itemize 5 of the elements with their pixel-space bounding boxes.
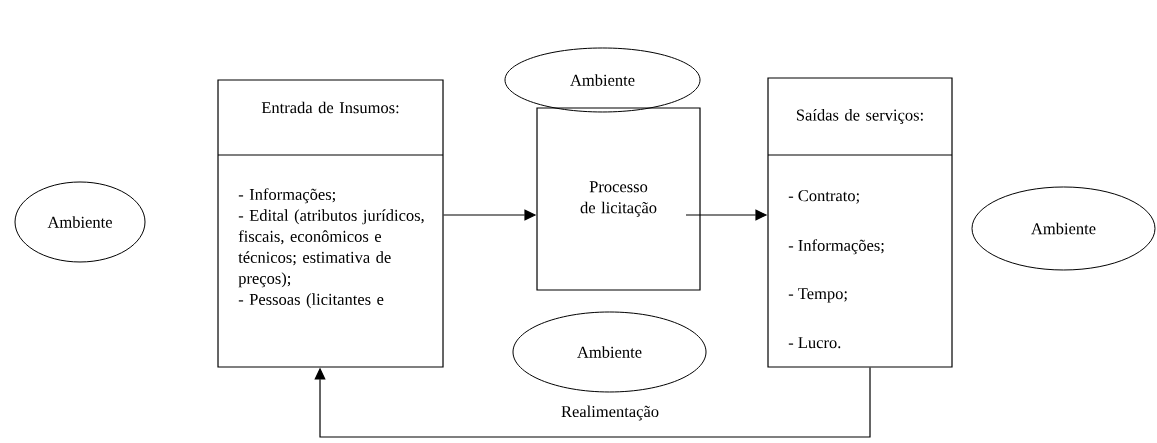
split-box: Saídas de serviços: - Contrato; - Informações; - Tempo; - Lucro. [767, 77, 953, 368]
edge-label: Realimentação [561, 405, 659, 421]
split-box: Entrada de Insumos: - Informações; - Edital (atributos jurídicos, fiscais, econômicos e técnicos; estimativa de preços); - Pessoas (licitantes e [217, 79, 444, 368]
feedback-arrow [314, 367, 871, 438]
process-box: Processo de licitação [536, 107, 701, 291]
